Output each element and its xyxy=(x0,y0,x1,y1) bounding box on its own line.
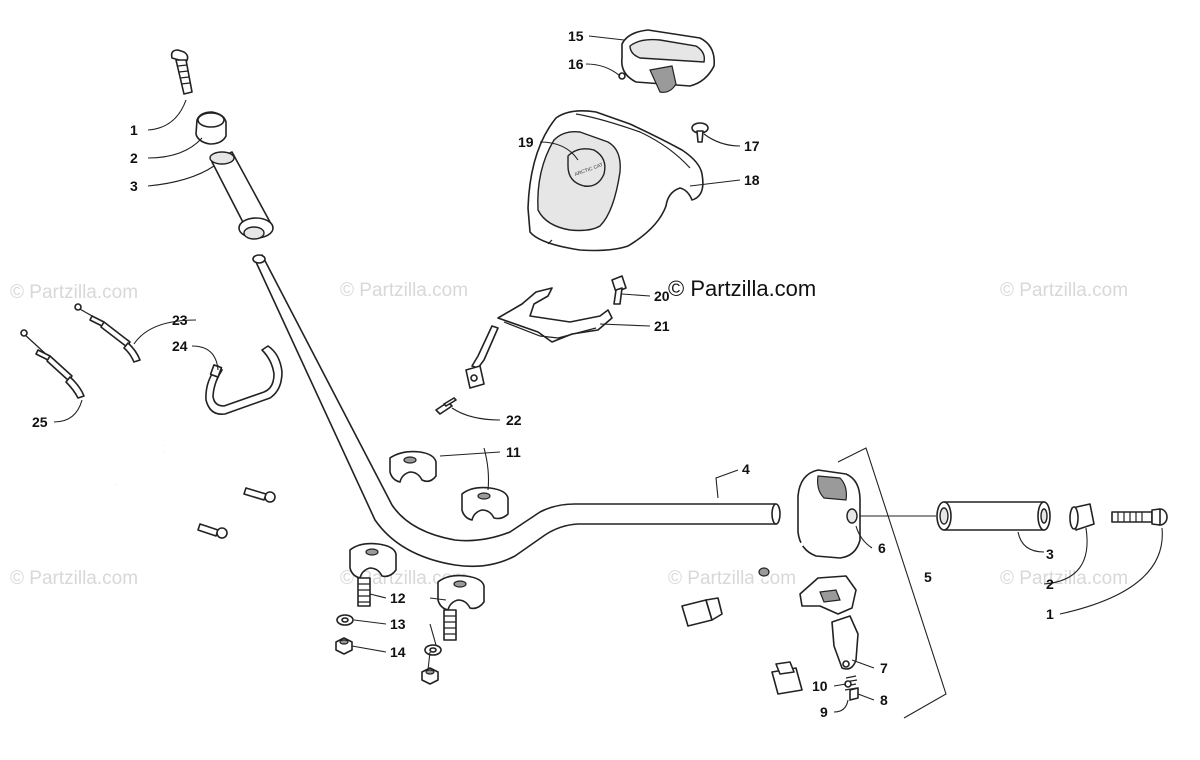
watermark: © Partzilla.com xyxy=(340,568,468,589)
watermarks: © Partzilla.com © Partzilla.com © Partzi… xyxy=(10,276,1128,589)
callout-19: 19 xyxy=(518,134,534,150)
upper-clamp[interactable] xyxy=(461,486,509,521)
callout-15: 15 xyxy=(568,28,584,44)
brake-cable[interactable] xyxy=(20,329,228,539)
leader-lines xyxy=(53,35,1163,713)
callout-13: 13 xyxy=(390,616,406,632)
lower-clamp-with-stud[interactable] xyxy=(349,542,397,607)
callout-2-right: 2 xyxy=(1046,576,1054,592)
callout-11: 11 xyxy=(506,444,521,460)
callout-9: 9 xyxy=(820,704,828,720)
watermark: © Partzilla.com xyxy=(10,282,138,303)
nut[interactable] xyxy=(421,667,439,685)
mounting-bracket[interactable] xyxy=(465,287,613,389)
callout-5: 5 xyxy=(924,569,932,585)
callout-2: 2 xyxy=(130,150,138,166)
bracket-rivet[interactable] xyxy=(435,397,457,415)
watermark: © Partzilla.com xyxy=(10,568,138,589)
callout-24: 24 xyxy=(172,338,188,354)
watermark: © Partzilla.com xyxy=(668,568,796,589)
left-grip[interactable] xyxy=(209,151,274,240)
switch-lever[interactable] xyxy=(831,615,859,670)
callout-6: 6 xyxy=(878,540,886,556)
right-grip[interactable] xyxy=(936,501,1051,531)
callout-23: 23 xyxy=(172,312,188,328)
callout-14: 14 xyxy=(390,644,406,660)
main-watermark: © Partzilla.com xyxy=(668,276,816,301)
small-screw[interactable] xyxy=(849,687,859,701)
callout-4: 4 xyxy=(742,461,750,477)
callout-12: 12 xyxy=(390,590,406,606)
speedometer-housing[interactable] xyxy=(618,29,716,93)
cable-tie-strap[interactable] xyxy=(205,345,283,416)
handlebar[interactable] xyxy=(252,254,781,568)
callout-18: 18 xyxy=(744,172,760,188)
callout-1-right: 1 xyxy=(1046,606,1054,622)
callout-8: 8 xyxy=(880,692,888,708)
cover-screw[interactable] xyxy=(691,122,709,143)
handlebar-pod-cover[interactable]: ARCTIC CAT xyxy=(527,110,704,252)
callout-3-right: 3 xyxy=(1046,546,1054,562)
throttle-cable[interactable] xyxy=(74,303,276,503)
left-bar-end-weight[interactable] xyxy=(195,111,227,145)
watermark: © Partzilla.com xyxy=(1000,280,1128,301)
switch-housing[interactable] xyxy=(797,469,861,559)
callout-25: 25 xyxy=(32,414,48,430)
callout-16: 16 xyxy=(568,56,584,72)
callout-20: 20 xyxy=(654,288,670,304)
callout-22: 22 xyxy=(506,412,522,428)
left-grip-assembly[interactable] xyxy=(170,49,274,240)
lower-clamp-with-stud[interactable] xyxy=(437,574,485,641)
nut[interactable] xyxy=(335,637,353,655)
watermark: © Partzilla.com xyxy=(1000,568,1128,589)
washer[interactable] xyxy=(424,644,442,656)
callout-17: 17 xyxy=(744,138,760,154)
left-end-bolt[interactable] xyxy=(170,49,193,95)
right-bar-end-weight[interactable] xyxy=(1069,503,1095,531)
bracket-bolt[interactable] xyxy=(611,275,627,305)
callout-5-bracket xyxy=(837,447,947,719)
callout-labels: 1 2 3 4 5 6 7 8 9 10 11 12 13 14 15 16 1… xyxy=(32,28,1054,720)
watermark: © Partzilla.com xyxy=(340,280,468,301)
spring[interactable] xyxy=(844,675,858,691)
callout-7: 7 xyxy=(880,660,888,676)
upper-clamp[interactable] xyxy=(389,450,437,483)
callout-1: 1 xyxy=(130,122,138,138)
callout-21: 21 xyxy=(654,318,670,334)
callout-3: 3 xyxy=(130,178,138,194)
callout-10: 10 xyxy=(812,678,828,694)
brake-lever-bracket[interactable] xyxy=(799,575,857,615)
washer[interactable] xyxy=(336,614,354,626)
right-end-bolt[interactable] xyxy=(1111,508,1168,526)
switch-wiring-harness[interactable] xyxy=(681,540,807,695)
